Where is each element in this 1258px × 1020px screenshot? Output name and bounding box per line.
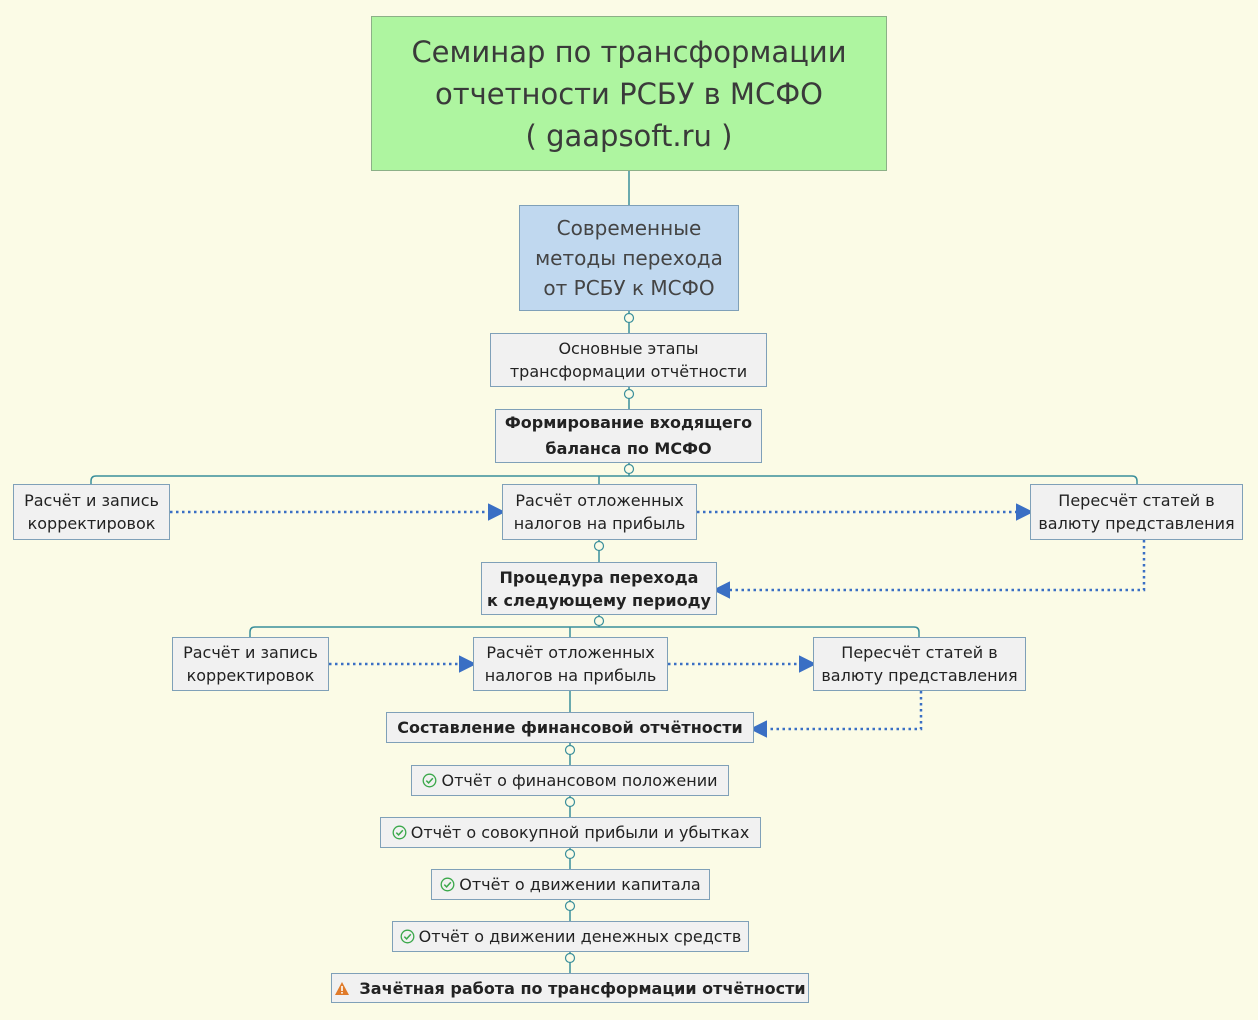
currency-translation-node-1[interactable]: Пересчёт статей в валюту представления <box>1030 484 1243 540</box>
adjustments-label-2: Расчёт и запись корректировок <box>183 643 318 685</box>
next-period-label: Процедура перехода к следующему периоду <box>487 567 711 610</box>
collapse-toggle-icon <box>593 540 605 552</box>
check-icon <box>422 773 437 788</box>
root-topic-label: Семинар по трансформации отчетности РСБУ… <box>411 34 847 153</box>
root-topic-node[interactable]: Семинар по трансформации отчетности РСБУ… <box>371 16 887 171</box>
financial-position-label: Отчёт о финансовом положении <box>441 771 718 790</box>
currency-translation-node-2[interactable]: Пересчёт статей в валюту представления <box>813 637 1026 691</box>
collapse-toggle-icon <box>564 744 576 756</box>
opening-balance-node[interactable]: Формирование входящего баланса по МСФО <box>495 409 762 463</box>
dotted-relation-arrow <box>712 540 1146 599</box>
methods-topic-label: Современные методы перехода от РСБУ к МС… <box>535 216 723 300</box>
collapse-toggle-icon <box>623 463 635 475</box>
deferred-tax-label-2: Расчёт отложенных налогов на прибыль <box>484 643 657 685</box>
cash-flows-node[interactable]: Отчёт о движении денежных средств <box>392 921 749 952</box>
deferred-tax-node-1[interactable]: Расчёт отложенных налогов на прибыль <box>502 484 697 540</box>
equity-changes-label: Отчёт о движении капитала <box>459 875 701 894</box>
adjustments-node-2[interactable]: Расчёт и запись корректировок <box>172 637 329 691</box>
stages-label: Основные этапы трансформации отчётности <box>509 339 748 381</box>
dotted-relation-arrow <box>749 691 923 738</box>
currency-translation-label-2: Пересчёт статей в валюту представления <box>821 643 1018 685</box>
currency-translation-label-1: Пересчёт статей в валюту представления <box>1038 491 1235 533</box>
statements-node[interactable]: Составление финансовой отчётности <box>386 712 754 743</box>
opening-balance-label: Формирование входящего баланса по МСФО <box>504 413 753 458</box>
check-icon <box>392 825 407 840</box>
statements-label: Составление финансовой отчётности <box>397 718 743 737</box>
check-icon <box>440 877 455 892</box>
adjustments-node-1[interactable]: Расчёт и запись корректировок <box>13 484 170 540</box>
collapse-toggle-icon <box>564 796 576 808</box>
stages-node[interactable]: Основные этапы трансформации отчётности <box>490 333 767 387</box>
next-period-node[interactable]: Процедура перехода к следующему периоду <box>481 562 717 615</box>
connector-line <box>90 463 1138 484</box>
equity-changes-node[interactable]: Отчёт о движении капитала <box>431 869 710 900</box>
collapse-toggle-icon <box>564 848 576 860</box>
collapse-toggle-icon <box>623 312 635 324</box>
deferred-tax-node-2[interactable]: Расчёт отложенных налогов на прибыль <box>473 637 668 691</box>
exam-label: Зачётная работа по трансформации отчётно… <box>359 978 806 998</box>
check-icon <box>400 929 415 944</box>
collapse-toggle-icon <box>593 615 605 627</box>
methods-topic-node[interactable]: Современные методы перехода от РСБУ к МС… <box>519 205 739 311</box>
comprehensive-income-label: Отчёт о совокупной прибыли и убытках <box>410 823 750 842</box>
collapse-toggle-icon <box>564 952 576 964</box>
deferred-tax-label-1: Расчёт отложенных налогов на прибыль <box>513 491 686 533</box>
exam-node[interactable]: Зачётная работа по трансформации отчётно… <box>331 973 809 1003</box>
cash-flows-label: Отчёт о движении денежных средств <box>418 927 742 946</box>
connector-line <box>249 615 920 637</box>
collapse-toggle-icon <box>564 900 576 912</box>
financial-position-node[interactable]: Отчёт о финансовом положении <box>411 765 729 796</box>
warning-icon <box>334 981 350 996</box>
comprehensive-income-node[interactable]: Отчёт о совокупной прибыли и убытках <box>380 817 761 848</box>
collapse-toggle-icon <box>623 388 635 400</box>
adjustments-label-1: Расчёт и запись корректировок <box>24 491 159 533</box>
